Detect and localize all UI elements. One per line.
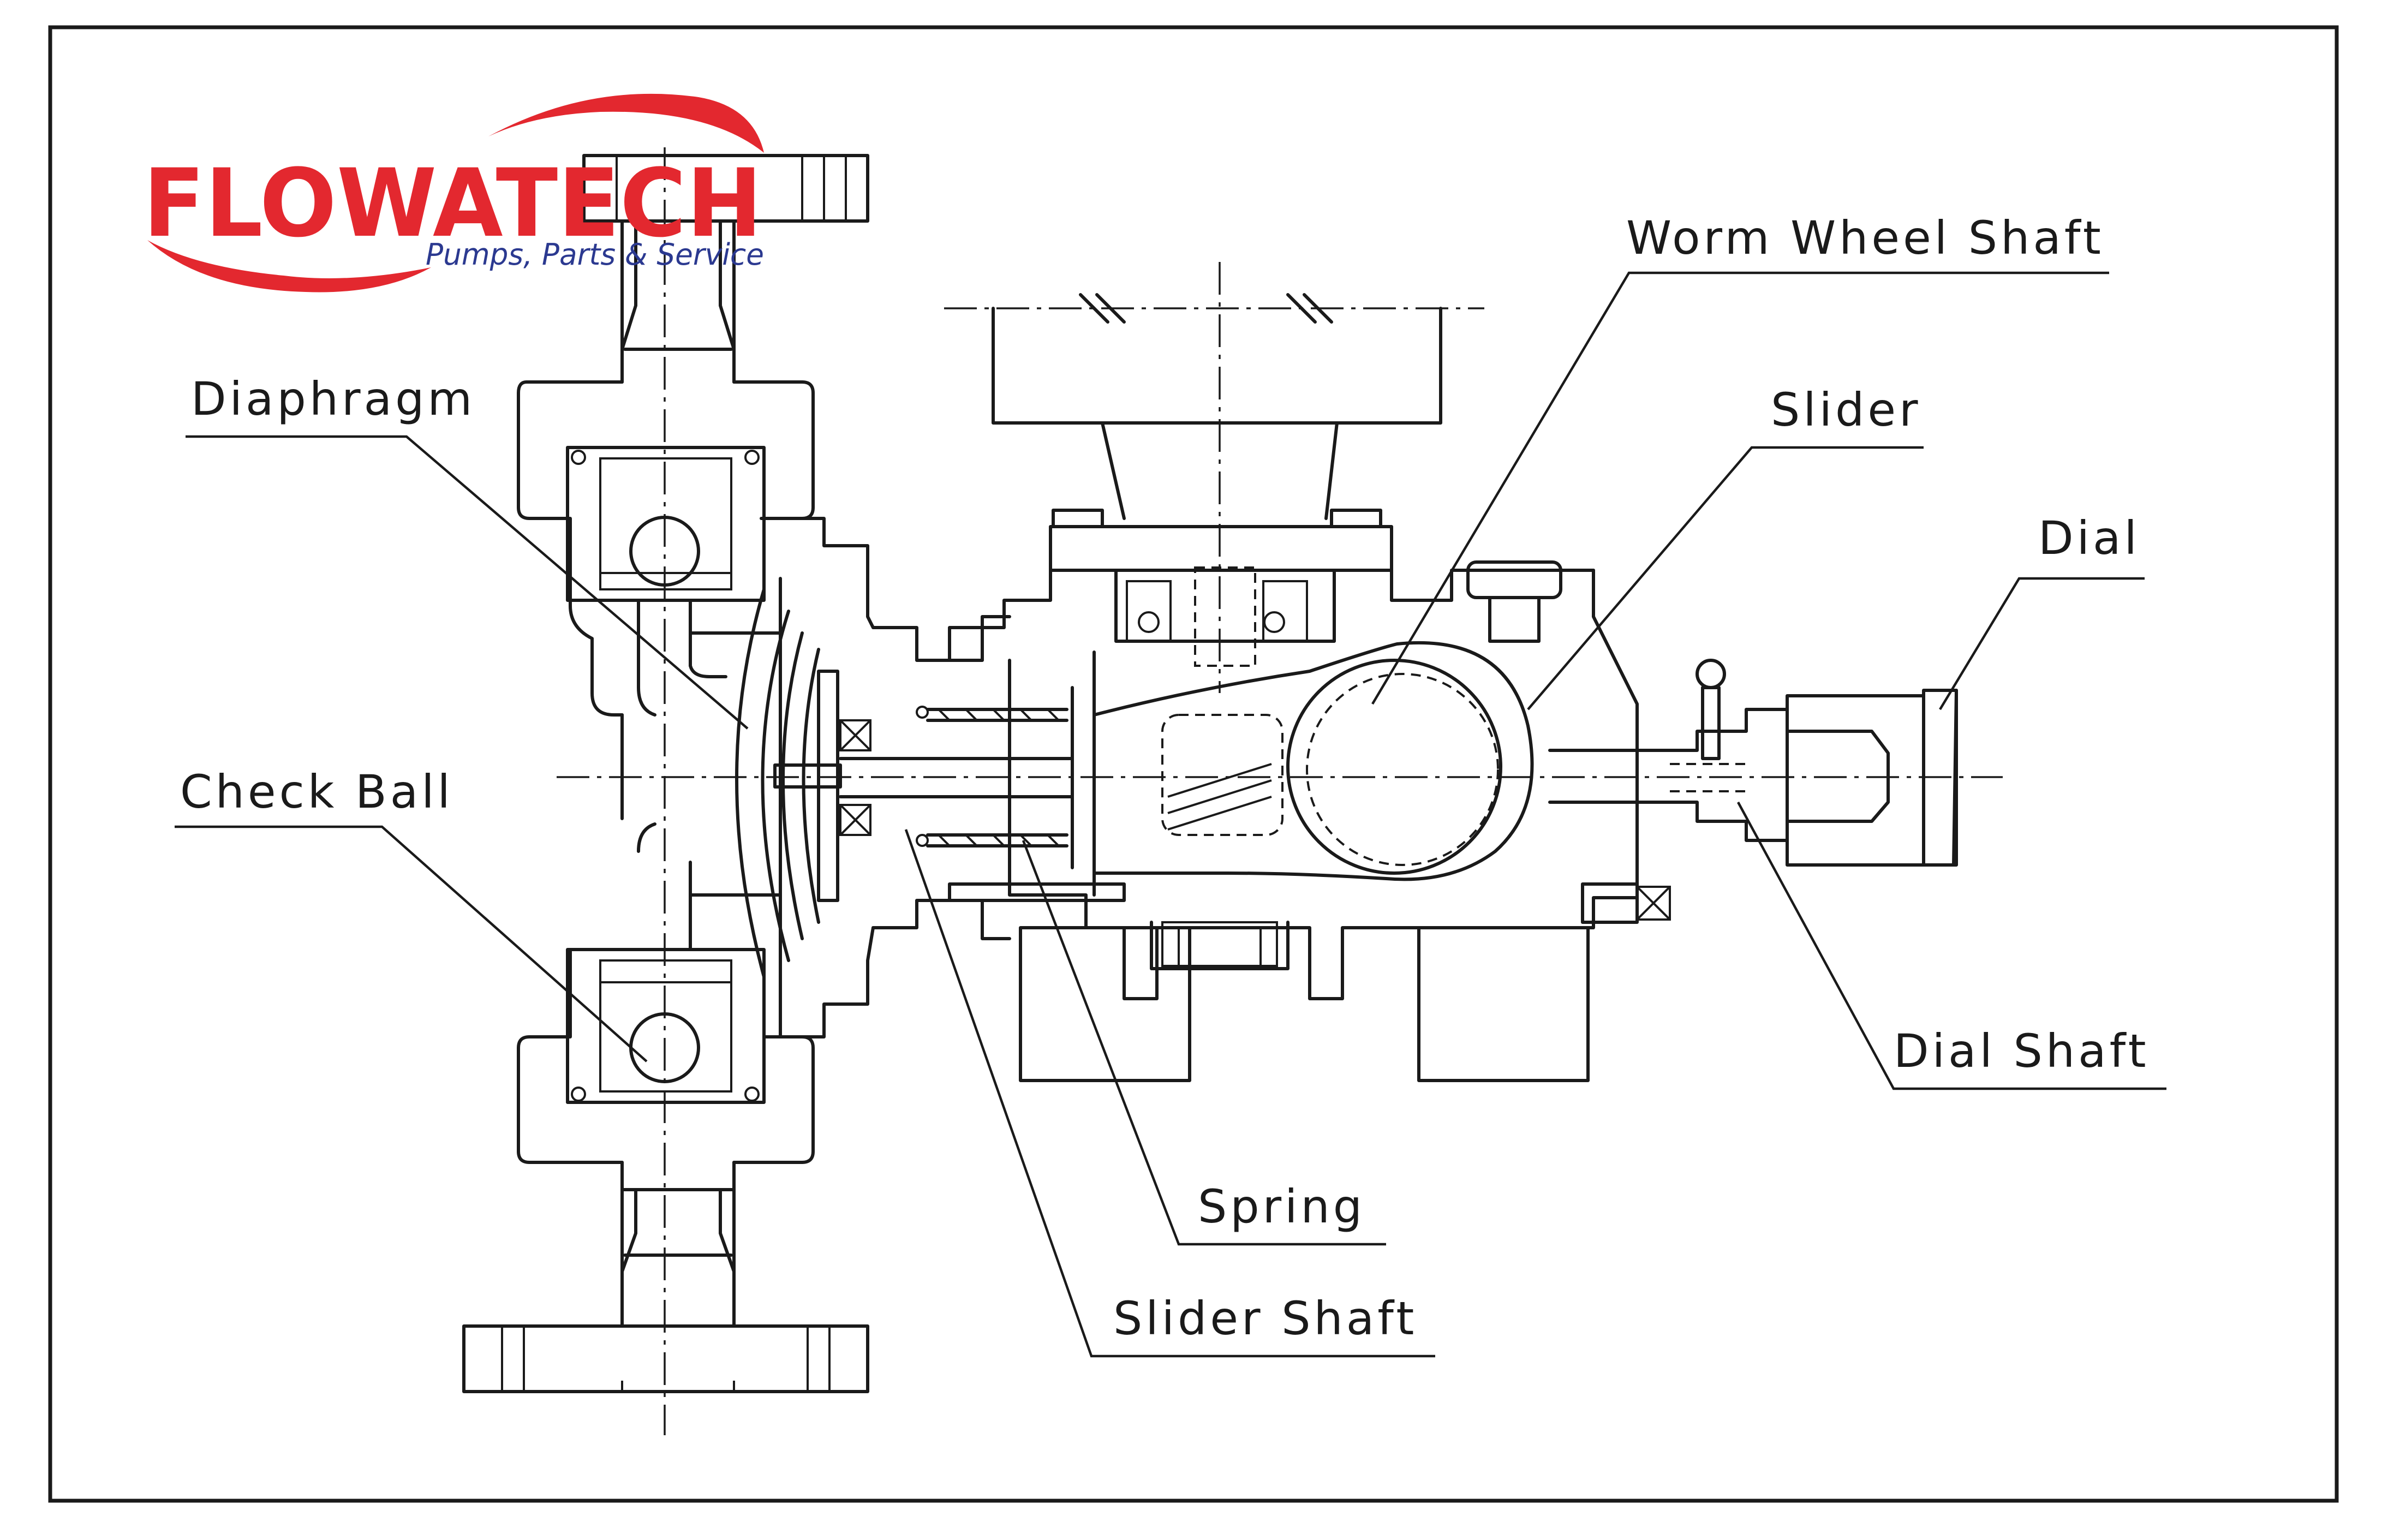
logo-swoosh-bottom — [147, 240, 431, 293]
label-slider: Slider — [1771, 383, 1921, 437]
label-check-ball: Check Ball — [180, 765, 453, 819]
gear-housing — [557, 262, 2003, 1082]
label-spring: Spring — [1198, 1180, 1365, 1233]
label-diaphragm: Diaphragm — [191, 372, 475, 426]
dial-assembly — [1548, 659, 1958, 867]
diaphragm-head — [735, 517, 1011, 1038]
label-worm-wheel-shaft: Worm Wheel Shaft — [1626, 211, 2104, 265]
leader-lines — [175, 271, 2166, 1358]
flowatech-logo: FLOWATECH Pumps, Parts & Service — [143, 93, 764, 293]
logo-tagline: Pumps, Parts & Service — [426, 237, 764, 272]
label-dial-shaft: Dial Shaft — [1894, 1024, 2150, 1078]
label-slider-shaft: Slider Shaft — [1113, 1292, 1417, 1345]
slider-shaft-assembly — [839, 686, 1126, 902]
drawing-frame — [48, 25, 2339, 1503]
label-dial: Dial — [2038, 511, 2140, 565]
valve-column — [462, 147, 869, 1435]
logo-wordmark: FLOWATECH — [143, 148, 762, 258]
logo-swoosh-top — [488, 93, 764, 153]
